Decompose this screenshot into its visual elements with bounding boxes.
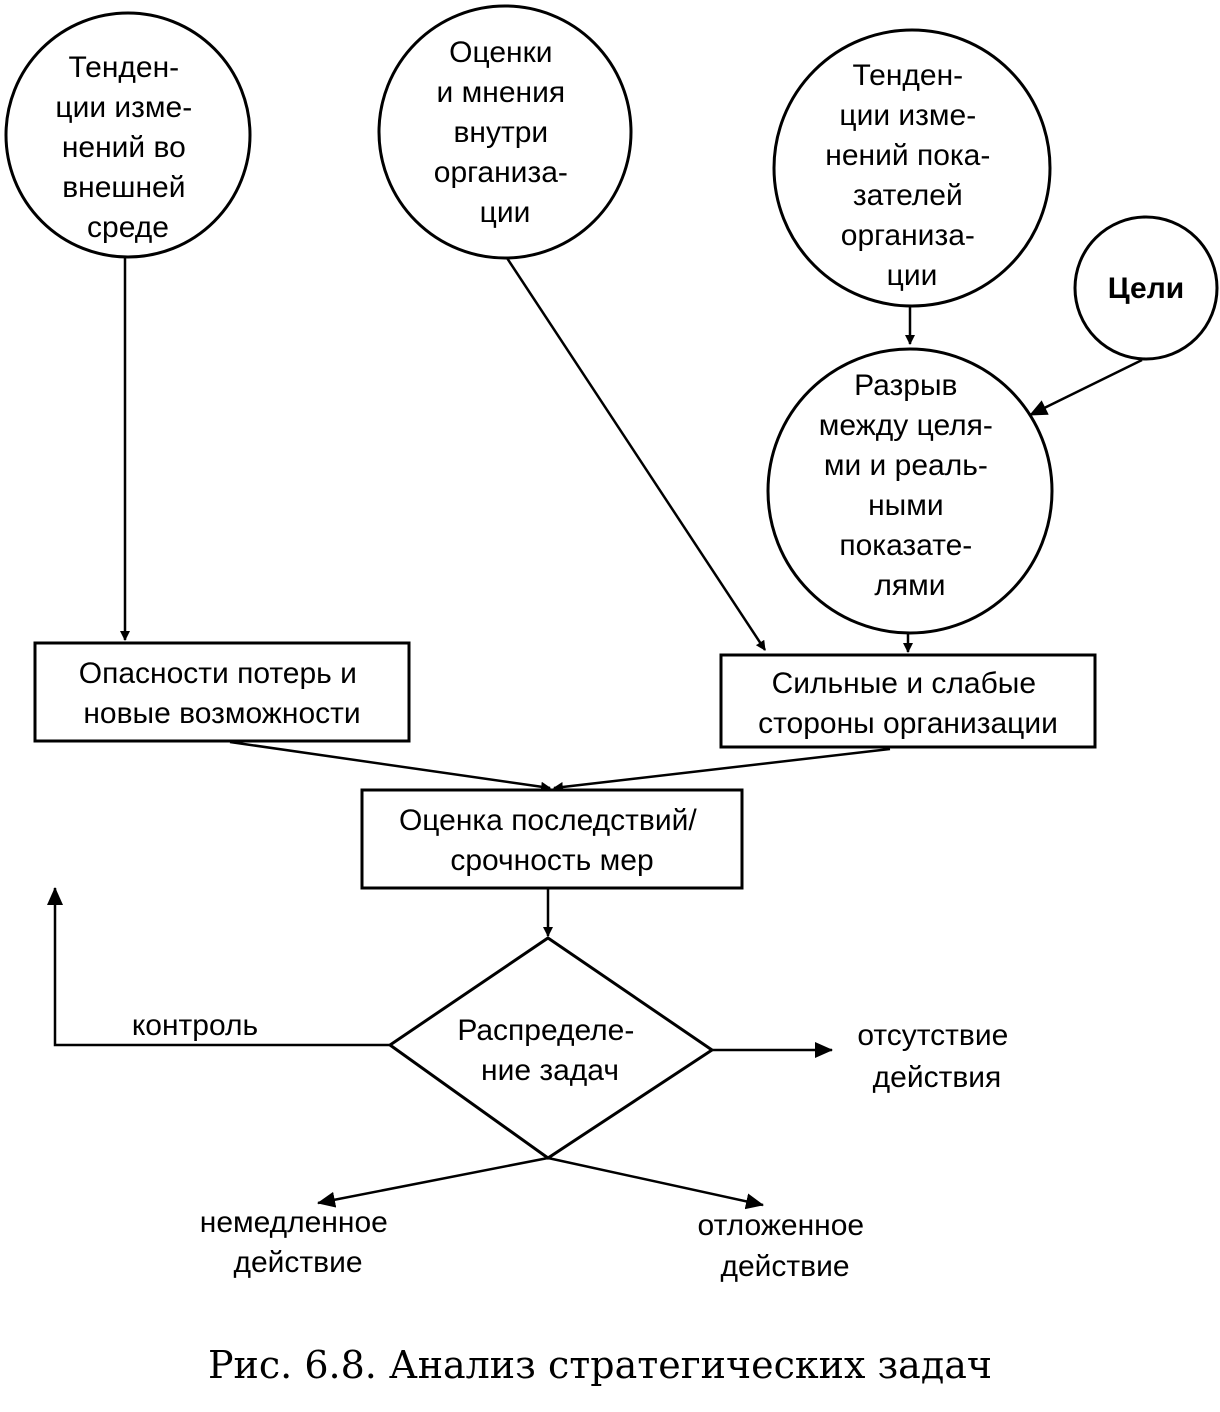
node-impact-assessment: Оценка последствий/ срочность мер <box>360 788 744 890</box>
svg-text:Оценка последствий/ сроч: Оценка последствий/ срочность мер <box>399 804 705 877</box>
label-deferred-action: отложенное действие <box>698 1209 873 1283</box>
svg-text:Распределе- ние задач: Распределе- ние задач <box>457 1014 642 1087</box>
label-control: контроль <box>132 1009 258 1042</box>
svg-text:Тенден- ции изме-: Тенден- ции изме- нений пока- зателей ор… <box>825 59 998 292</box>
node-internal-opinions: Оценки и мнения внутри организа- ции <box>377 4 633 260</box>
svg-text:Сильные и слабые стороны: Сильные и слабые стороны организации <box>758 667 1058 740</box>
node-goals: Цели <box>1073 215 1219 361</box>
node-threats-opportunities: Опасности потерь и новые возможности <box>33 641 411 743</box>
arrow-immediate-action <box>317 1156 549 1208</box>
node-strengths-weaknesses: Сильные и слабые стороны организации <box>719 653 1097 749</box>
node-task-distribution: Распределе- ние задач <box>387 936 715 1160</box>
svg-text:Тенден- ции изме-: Тенден- ции изме- нений во внешней среде <box>55 51 200 244</box>
label-immediate-action: немедленное действие <box>200 1206 396 1279</box>
node-indicator-trends: Тенден- ции изме- нений пока- зателей ор… <box>772 28 1052 308</box>
figure-caption: Рис. 6.8. Анализ стратегических задач <box>208 1343 992 1387</box>
svg-text:Опасности потерь и новые: Опасности потерь и новые возможности <box>79 657 365 730</box>
arrow-opinions-to-strengths <box>503 254 767 651</box>
svg-text:Цели: Цели <box>1108 272 1184 305</box>
svg-text:Разрыв между целя-: Разрыв между целя- ми и реаль- ными пока… <box>819 369 1002 602</box>
node-external-trends: Тенден- ции изме- нений во внешней среде <box>4 11 252 259</box>
arrow-goals-to-gap <box>1029 358 1143 417</box>
svg-text:Оценки и мнения вн: Оценки и мнения внутри организа- ции <box>434 36 576 229</box>
label-no-action: отсутствие действия <box>857 1019 1016 1094</box>
arrow-control <box>47 887 390 1047</box>
node-gap: Разрыв между целя- ми и реаль- ными пока… <box>766 347 1054 635</box>
arrow-strengths-to-assessment <box>553 747 891 792</box>
arrow-threats-to-assessment <box>229 740 551 792</box>
arrow-deferred-action <box>547 1156 764 1210</box>
